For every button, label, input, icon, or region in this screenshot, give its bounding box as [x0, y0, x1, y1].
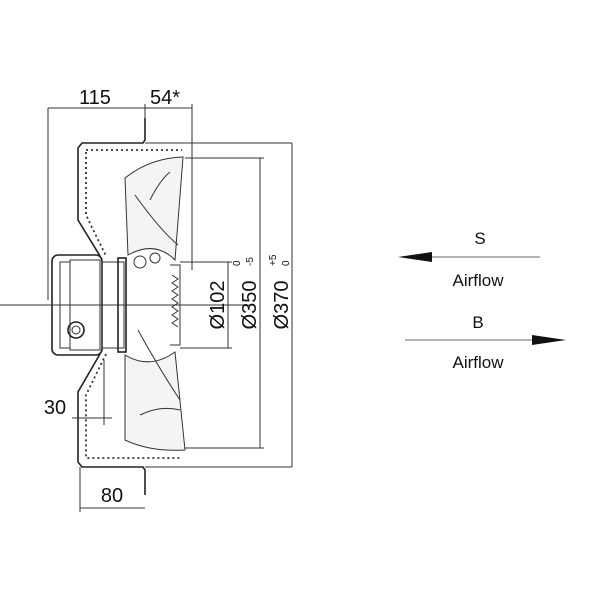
- housing-outline: [77, 118, 292, 495]
- housing-tol-upper: +5: [268, 254, 279, 266]
- dim-blade-diameter: Ø350: [239, 281, 261, 330]
- dim-housing-diameter: Ø370: [271, 281, 293, 330]
- dim-30: 30: [44, 397, 66, 419]
- airflow-s-caption: Airflow: [452, 271, 504, 290]
- housing-tol-lower: 0: [281, 260, 292, 266]
- airflow-b-label: B: [472, 313, 483, 332]
- motor: [0, 254, 250, 356]
- top-dimension: 115 54*: [47, 87, 193, 300]
- airflow-s: S Airflow: [398, 229, 540, 290]
- arrow-right-icon: [532, 335, 566, 345]
- blade-tol-upper: 0: [232, 260, 243, 266]
- arrow-left-icon: [398, 252, 432, 262]
- blade-tol-lower: -5: [245, 257, 256, 266]
- airflow-b: B Airflow: [405, 313, 566, 372]
- fan-impeller: [124, 156, 186, 451]
- lower-dimensions: 30 80: [44, 360, 145, 512]
- dim-115: 115: [79, 87, 111, 109]
- airflow-s-label: S: [474, 229, 485, 248]
- diameter-dimensions: Ø102 Ø350 0 -5 Ø370 +5 0: [180, 143, 293, 467]
- airflow-b-caption: Airflow: [452, 353, 504, 372]
- dim-54: 54*: [150, 87, 180, 109]
- dim-80: 80: [101, 485, 123, 507]
- dim-hub-diameter: Ø102: [207, 281, 229, 330]
